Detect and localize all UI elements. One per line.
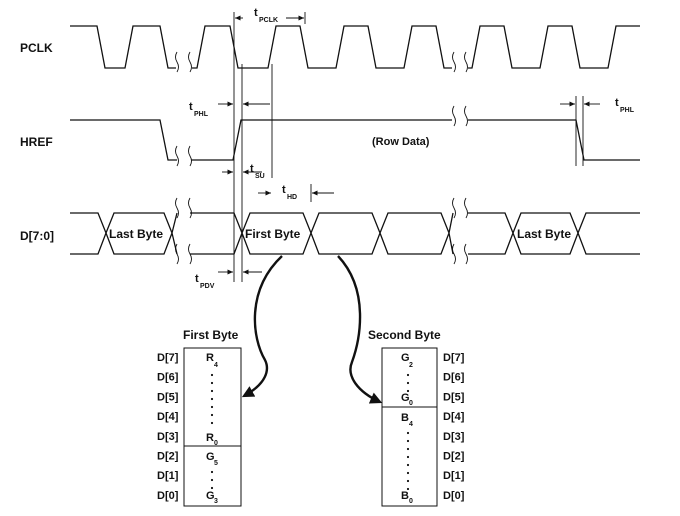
- tphl-right-label: t: [615, 97, 619, 109]
- second-byte-b-msb: B: [401, 412, 409, 424]
- second-byte-bit-label: D[7]: [443, 352, 465, 364]
- tphl-right-dimension: t PHL: [560, 97, 635, 114]
- tsu-dimension: t SU: [222, 163, 265, 180]
- second-byte-g-msb-sub: 2: [409, 362, 413, 369]
- first-byte-r-msb-sub: 4: [214, 362, 218, 369]
- first-byte-label: First Byte: [245, 227, 301, 241]
- pclk-break-left: [175, 51, 192, 73]
- first-byte-table-title: First Byte: [183, 328, 239, 342]
- href-waveform: [70, 119, 640, 161]
- second-byte-bit-label: D[3]: [443, 431, 465, 443]
- tpclk-label: t: [254, 7, 258, 19]
- tphl-left-label: t: [189, 101, 193, 113]
- second-byte-bit-label: D[5]: [443, 391, 465, 403]
- first-byte-r-lsb: R: [206, 432, 214, 444]
- last-byte-right-label: Last Byte: [517, 227, 571, 241]
- tpdv-subscript: PDV: [200, 283, 215, 290]
- timing-reference-lines: [233, 12, 584, 282]
- first-byte-bit-label: D[1]: [157, 470, 179, 482]
- first-byte-g-msb: G: [206, 451, 215, 463]
- first-byte-g-lsb: G: [206, 490, 215, 502]
- data-break-right: [452, 197, 468, 265]
- tphl-right-subscript: PHL: [620, 107, 635, 114]
- second-byte-g-msb: G: [401, 352, 410, 364]
- first-byte-arrow: [241, 255, 283, 398]
- tsu-label: t: [250, 163, 254, 175]
- href-break-right: [452, 105, 468, 127]
- second-byte-b-lsb-sub: 0: [409, 498, 413, 505]
- tpdv-dimension: t PDV: [195, 269, 262, 290]
- first-byte-box: [183, 347, 242, 507]
- first-byte-bit-label: D[3]: [157, 431, 179, 443]
- first-byte-bit-label: D[4]: [157, 411, 179, 423]
- href-break-left: [175, 145, 192, 167]
- tphl-left-dimension: t PHL: [189, 101, 270, 118]
- second-byte-bit-label: D[0]: [443, 490, 465, 502]
- href-label: HREF: [20, 135, 53, 149]
- first-byte-bit-label: D[6]: [157, 372, 179, 384]
- first-byte-dots: [210, 373, 214, 490]
- first-byte-bit-label: D[7]: [157, 352, 179, 364]
- second-byte-dots: [406, 373, 410, 491]
- second-byte-bit-label: D[4]: [443, 411, 465, 423]
- second-byte-arrow: [337, 255, 383, 404]
- second-byte-g-lsb-sub: 0: [409, 400, 413, 407]
- first-byte-table: First Byte D[7] D[6] D[5] D[4] D[3] D[2] D[1] D…: [157, 328, 242, 507]
- first-byte-r-msb: R: [206, 352, 214, 364]
- second-byte-table-title: Second Byte: [368, 328, 441, 342]
- pclk-label: PCLK: [20, 41, 53, 55]
- second-byte-b-msb-sub: 4: [409, 421, 413, 428]
- thd-subscript: HD: [287, 194, 297, 201]
- first-byte-g-msb-sub: 5: [214, 460, 218, 467]
- first-byte-g-lsb-sub: 3: [214, 498, 218, 505]
- tsu-subscript: SU: [255, 173, 265, 180]
- row-data-label: (Row Data): [372, 136, 430, 148]
- first-byte-r-lsb-sub: 0: [214, 440, 218, 447]
- thd-dimension: t HD: [258, 184, 334, 202]
- second-byte-b-lsb: B: [401, 490, 409, 502]
- pclk-break-right: [452, 51, 468, 73]
- tphl-left-subscript: PHL: [194, 111, 209, 118]
- thd-label: t: [282, 184, 286, 196]
- tpdv-label: t: [195, 273, 199, 285]
- second-byte-g-lsb: G: [401, 392, 410, 404]
- second-byte-box: [381, 347, 438, 507]
- first-byte-bit-label: D[5]: [157, 391, 179, 403]
- data-break-left: [175, 197, 192, 265]
- first-byte-bit-label: D[0]: [157, 490, 179, 502]
- tpclk-subscript: PCLK: [259, 17, 278, 24]
- second-byte-bit-label: D[6]: [443, 372, 465, 384]
- data-bus-label: D[7:0]: [20, 229, 54, 243]
- second-byte-table: Second Byte D[7] D[6] D[5] D[4] D[3] D[2] D[1]…: [368, 328, 465, 507]
- first-byte-bit-label: D[2]: [157, 451, 179, 463]
- tpclk-dimension: t PCLK: [235, 7, 304, 24]
- last-byte-left-label: Last Byte: [109, 227, 163, 241]
- second-byte-bit-label: D[1]: [443, 470, 465, 482]
- second-byte-bit-label: D[2]: [443, 451, 465, 463]
- pclk-waveform: [70, 25, 640, 69]
